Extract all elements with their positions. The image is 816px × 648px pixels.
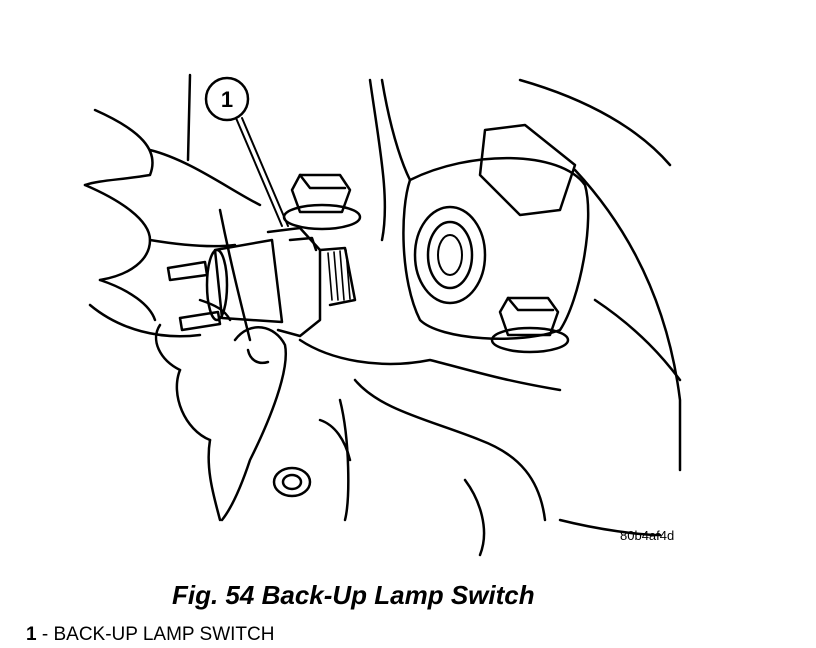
mounting-boss <box>402 123 590 340</box>
callout-1: 1 <box>204 76 289 227</box>
technician-hands <box>83 108 287 522</box>
back-up-lamp-switch-illustration: 1 <box>83 73 682 557</box>
legend-separator: - <box>36 624 54 645</box>
lower-bolt <box>490 296 570 354</box>
callout-leader-line <box>235 117 283 227</box>
legend-number: 1 <box>26 624 37 645</box>
back-up-lamp-switch <box>166 226 357 338</box>
figure-caption: Fig. 54 Back-Up Lamp Switch <box>172 580 535 610</box>
legend: 1 - BACK-UP LAMP SWITCH <box>26 624 274 646</box>
callout-number: 1 <box>221 87 233 112</box>
legend-label: BACK-UP LAMP SWITCH <box>53 624 275 645</box>
upper-bolt <box>282 173 362 231</box>
transmission-case <box>186 73 682 557</box>
threaded-hole <box>272 466 312 498</box>
image-code: 80b4af4d <box>620 528 675 543</box>
